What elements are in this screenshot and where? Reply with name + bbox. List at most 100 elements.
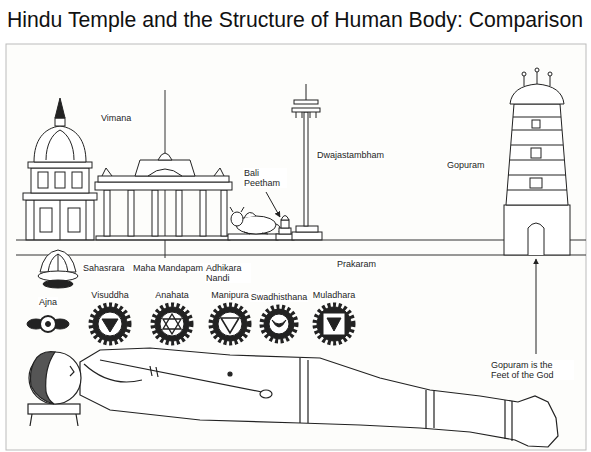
- flag-pole: [306, 84, 307, 100]
- gopuram-tower: [532, 120, 540, 128]
- visuddha-chakra: [93, 307, 127, 341]
- vimana-tower: [68, 208, 80, 232]
- vimana-tower: [23, 193, 97, 200]
- mandapam-hall: [95, 90, 232, 258]
- title-band: [0, 0, 591, 40]
- manipura-chakra: [221, 318, 239, 333]
- swadhisthana-chakra: [264, 309, 294, 339]
- muladhara-chakra: [323, 313, 345, 335]
- chakra-label: Swadhisthana: [250, 292, 309, 302]
- vimana-tower: [23, 98, 97, 240]
- vimana-tower: [55, 118, 65, 126]
- part-label: Adhikara Nandi: [205, 263, 251, 283]
- note: Gopuram is the Feet of the God: [490, 360, 574, 380]
- ajna-chakra: [27, 316, 69, 332]
- reclining-figure: [30, 352, 55, 404]
- visuddha-chakra: [91, 305, 129, 343]
- reclining-figure: [150, 366, 158, 377]
- ground-line: [16, 255, 586, 256]
- vimana-tower: [31, 168, 89, 193]
- nandi-bull: [244, 212, 256, 218]
- visuddha-chakra: [91, 305, 129, 343]
- reclining-figure: [505, 400, 512, 441]
- visuddha-chakra: [98, 312, 122, 336]
- gopuram-tower: [510, 84, 564, 104]
- ajna-chakra: [40, 316, 56, 332]
- swadhisthana-chakra: [262, 307, 296, 341]
- gopuram-tower: [524, 72, 550, 86]
- gopuram-tower: [548, 72, 552, 76]
- chakra-label: Anahata: [154, 290, 190, 300]
- title: Hindu Temple and the Structure of Human …: [7, 7, 583, 33]
- gopuram-tower: [530, 178, 542, 188]
- mandapam-hall: [104, 190, 110, 236]
- vimana-tower: [55, 98, 65, 118]
- part-label: Prakaram: [336, 259, 377, 269]
- sahasrara-lotus: [40, 250, 76, 272]
- muladhara-chakra: [327, 318, 341, 331]
- bali-peetham-pedestal: [266, 192, 294, 240]
- reclining-figure: [80, 348, 558, 447]
- manipura-chakra: [218, 312, 242, 336]
- reclining-figure: [30, 414, 78, 426]
- manipura-chakra: [213, 307, 247, 341]
- reclining-figure: [300, 358, 308, 423]
- reclining-figure: [29, 352, 81, 404]
- gopuram-tower: [507, 190, 567, 191]
- anahata-chakra: [153, 305, 191, 343]
- manipura-chakra: [211, 305, 249, 343]
- gopuram-tower: [536, 259, 537, 354]
- chakra-label: Visuddha: [90, 290, 129, 300]
- part-label: Bali Peetham: [243, 168, 287, 188]
- flag-pole: [294, 100, 318, 104]
- reclining-figure: [100, 360, 262, 392]
- anahata-chakra: [155, 307, 189, 341]
- bali-peetham-pedestal: [281, 220, 289, 228]
- chakra-label: Manipura: [210, 290, 250, 300]
- part-label: Gopuram: [446, 160, 486, 170]
- reclining-figure: [260, 390, 272, 398]
- anahata-chakra: [160, 312, 184, 336]
- vimana-tower: [72, 172, 82, 188]
- reclining-figure: [84, 364, 142, 382]
- vimana-tower: [28, 162, 92, 168]
- vimana-tower: [38, 172, 48, 188]
- mandapam-hall: [98, 176, 229, 182]
- nandi-bull: [244, 224, 280, 234]
- flag-pole: [292, 108, 320, 112]
- ground-line: [16, 240, 586, 241]
- mandapam-hall: [95, 182, 232, 190]
- bali-peetham-pedestal: [276, 234, 294, 240]
- flag-pole: [296, 112, 316, 118]
- swadhisthana-chakra: [269, 314, 289, 334]
- gopuram-tower: [535, 68, 539, 72]
- vimana-tower: [86, 200, 87, 240]
- manipura-chakra: [211, 305, 249, 343]
- part-label: Vimana: [100, 113, 132, 123]
- swadhisthana-chakra: [272, 320, 286, 327]
- gopuram-tower: [513, 117, 561, 118]
- reclining-figure: [28, 404, 80, 414]
- muladhara-chakra: [315, 305, 353, 343]
- sahasrara-lotus: [43, 280, 73, 288]
- vimana-tower: [34, 126, 86, 162]
- muladhara-chakra: [317, 307, 351, 341]
- chakra-label: Sahasrara: [82, 263, 126, 273]
- reclining-figure: [70, 366, 74, 376]
- reclining-figure: [28, 348, 558, 447]
- mandapam-hall: [96, 236, 230, 240]
- sahasrara-lotus: [38, 250, 78, 288]
- chakra-label: Ajna: [38, 297, 58, 307]
- nandi-bull: [228, 234, 278, 240]
- mandapam-hall: [221, 190, 227, 236]
- visuddha-chakra: [102, 319, 118, 332]
- flag-pole: [296, 226, 318, 232]
- part-label: Dwajastambham: [316, 150, 385, 160]
- part-label: Maha Mandapam: [132, 263, 204, 273]
- anahata-chakra: [163, 314, 181, 334]
- bali-peetham-pedestal: [281, 216, 289, 221]
- bali-peetham-pedestal: [279, 228, 291, 234]
- ground-line: [16, 240, 586, 255]
